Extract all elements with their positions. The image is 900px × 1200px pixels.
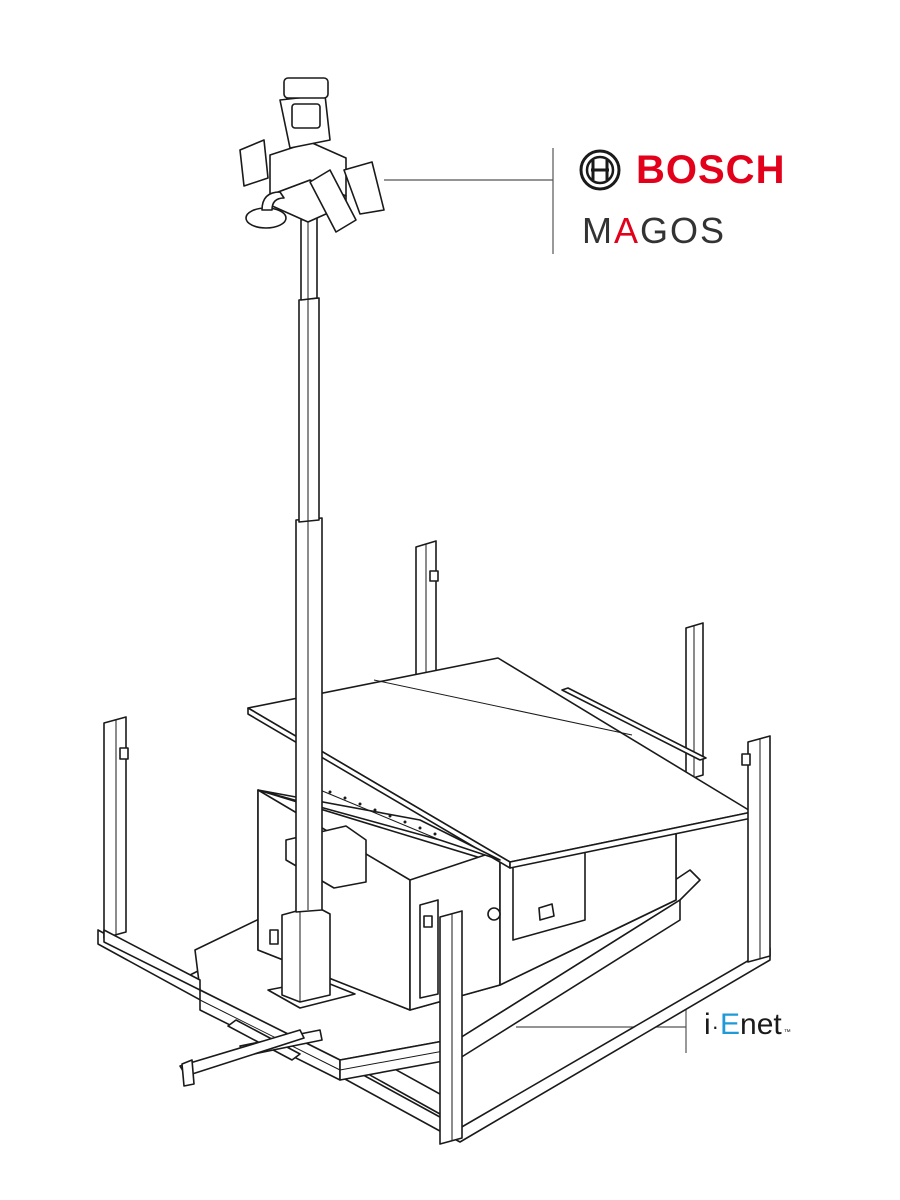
magos-logo: MAGOS bbox=[582, 210, 726, 252]
front-right-upright bbox=[423, 910, 463, 1145]
rear-left-upright bbox=[415, 540, 439, 677]
roof-rivets bbox=[328, 790, 437, 836]
telescopic-mast bbox=[295, 217, 323, 913]
ptz-camera-head bbox=[239, 77, 385, 233]
tow-hitch bbox=[179, 1019, 323, 1087]
front-left-upright bbox=[103, 716, 201, 991]
bosch-armature-logo-icon bbox=[579, 149, 621, 191]
ienet-trademark: ™ bbox=[783, 1029, 791, 1036]
bosch-wordmark: BOSCH bbox=[636, 147, 786, 192]
right-upright bbox=[741, 735, 771, 963]
ienet-wordmark-i: i bbox=[704, 1008, 711, 1041]
magos-wordmark-post: GOS bbox=[640, 210, 727, 251]
magos-wordmark-accent: A bbox=[614, 210, 641, 251]
ienet-wordmark-e: E bbox=[720, 1008, 741, 1041]
magos-wordmark-pre: M bbox=[582, 210, 614, 251]
ienet-wordmark-net: net bbox=[740, 1008, 782, 1041]
camera-callout bbox=[384, 148, 554, 254]
ienet-wordmark-dot: · bbox=[711, 1014, 719, 1039]
bosch-logo: BOSCH bbox=[578, 146, 785, 194]
